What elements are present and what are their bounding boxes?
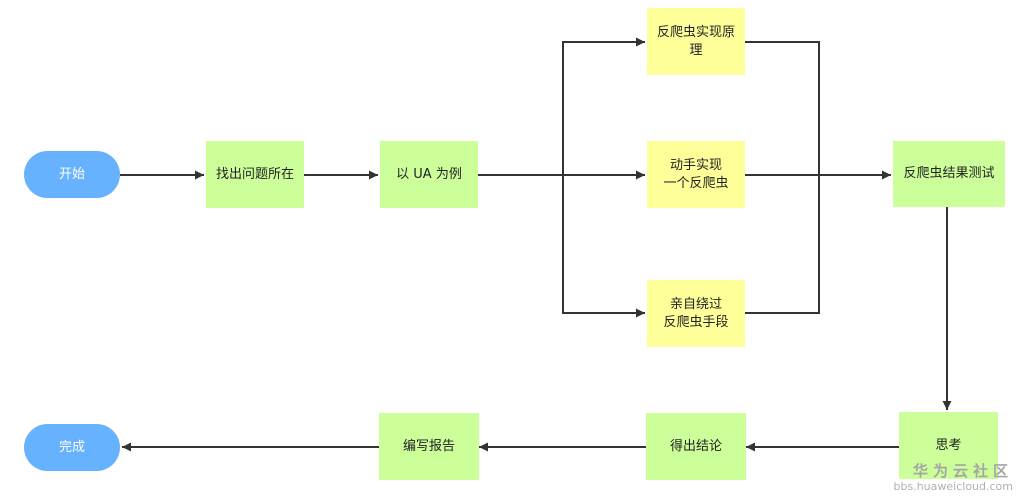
- node-principle: 反爬虫实现原 理: [647, 8, 745, 75]
- watermark-name: 华为云社区: [912, 462, 1013, 480]
- arrow-ua-to-principle: [562, 37, 645, 175]
- node-test-result: 反爬虫结果测试: [893, 141, 1005, 207]
- arrow-ua-to-bypass: [562, 175, 645, 318]
- line-bypass-merge: [745, 175, 820, 314]
- node-start: 开始: [24, 151, 120, 198]
- node-done: 完成: [24, 424, 120, 471]
- watermark: 华为云社区 bbs.huaweicloud.com: [894, 462, 1013, 493]
- node-think: 思考: [899, 412, 998, 479]
- watermark-url: bbs.huaweicloud.com: [893, 480, 1013, 493]
- node-ua-example: 以 UA 为例: [380, 141, 478, 208]
- node-conclusion: 得出结论: [646, 413, 746, 480]
- node-report: 编写报告: [379, 413, 479, 480]
- node-bypass: 亲自绕过 反爬虫手段: [647, 280, 745, 347]
- line-principle-merge: [745, 41, 820, 175]
- node-find-problem: 找出问题所在: [206, 141, 304, 208]
- node-implement: 动手实现 一个反爬虫: [647, 141, 745, 208]
